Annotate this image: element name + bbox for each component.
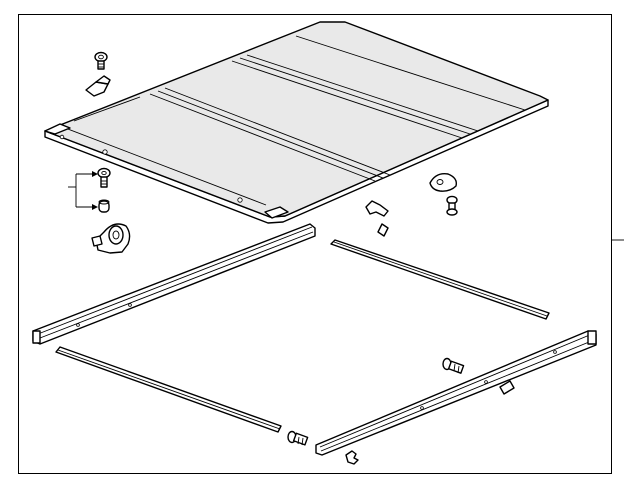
small-clip (345, 450, 359, 465)
screw-with-callout (68, 167, 111, 210)
knob (429, 173, 458, 192)
clip (85, 75, 111, 97)
tonneau-cover-panel (44, 21, 549, 224)
diagram-frame (18, 14, 612, 474)
weatherstrip-bottom (55, 346, 282, 433)
rail-bolt (287, 430, 309, 446)
side-rail (315, 330, 597, 456)
weatherstrip-top (330, 239, 550, 320)
end-cap (499, 380, 515, 395)
latch (91, 223, 131, 254)
spacer (377, 223, 389, 237)
bracket (365, 200, 389, 217)
pin (98, 199, 110, 213)
front-rail (32, 223, 316, 345)
screw (94, 51, 108, 70)
bolt (446, 195, 458, 216)
side-bolt (442, 357, 465, 374)
